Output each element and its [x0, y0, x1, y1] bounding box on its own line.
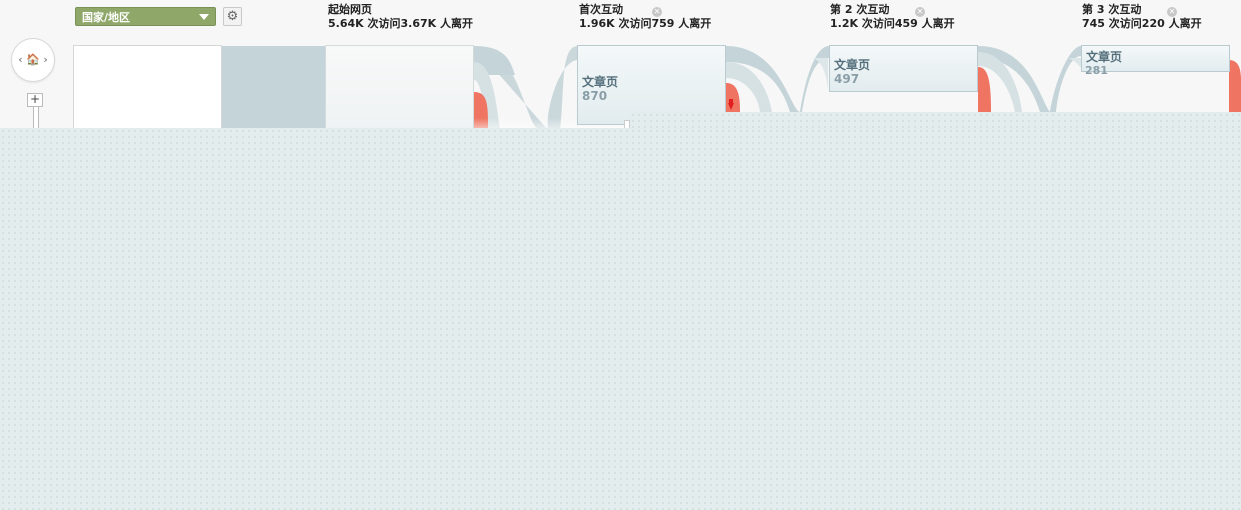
flow-band	[221, 46, 325, 130]
loading-overlay-top	[630, 112, 1241, 130]
zoom-in-button[interactable]: +	[27, 93, 43, 107]
node-value: 497	[834, 72, 860, 86]
dropoff-bar	[978, 67, 991, 112]
dimension-select[interactable]: 国家/地区	[75, 7, 216, 26]
flow-link	[978, 52, 1022, 112]
zoom-slider[interactable]	[33, 107, 39, 129]
flow-link	[726, 46, 829, 112]
column-title: 起始网页	[328, 3, 372, 16]
close-icon[interactable]: ✕	[915, 7, 925, 17]
country-node[interactable]	[73, 45, 222, 135]
column-stats: 5.64K 次访问3.67K 人离开	[328, 17, 473, 30]
close-icon[interactable]: ✕	[1167, 7, 1177, 17]
dropoff-bar	[726, 83, 740, 112]
chevron-down-icon	[199, 14, 209, 20]
column-header-third-interaction: 第 3 次互动 745 次访问220 人离开	[1082, 3, 1202, 31]
page-node[interactable]: 文章页 497	[829, 45, 978, 92]
node-label: 文章页	[582, 75, 619, 89]
dropoff-arrow-icon	[728, 103, 734, 110]
column-stats: 1.2K 次访问459 人离开	[830, 17, 955, 30]
node-value: 870	[582, 89, 608, 103]
dimension-select-label: 国家/地区	[82, 11, 131, 24]
column-header-first-interaction: 首次互动 1.96K 次访问759 人离开	[579, 3, 711, 31]
flow-link	[474, 62, 500, 130]
dropoff-bar	[1229, 60, 1241, 112]
close-icon[interactable]: ✕	[652, 7, 662, 17]
column-stats: 745 次访问220 人离开	[1082, 17, 1202, 30]
column-header-starting-pages: 起始网页 5.64K 次访问3.67K 人离开	[328, 3, 473, 31]
pan-home-icon: ‹ 🏠 ›	[18, 53, 48, 66]
loading-overlay	[0, 128, 1241, 510]
start-page-node[interactable]	[325, 45, 474, 135]
gear-icon: ⚙	[226, 9, 239, 24]
node-label: 文章页	[834, 58, 871, 72]
column-title: 首次互动	[579, 3, 623, 16]
page-node[interactable]: 文章页 870	[577, 45, 726, 125]
flow-link	[978, 46, 1081, 112]
column-title: 第 3 次互动	[1082, 3, 1142, 16]
column-header-second-interaction: 第 2 次互动 1.2K 次访问459 人离开	[830, 3, 955, 31]
node-value: 281	[1085, 64, 1108, 77]
node-label: 文章页	[1086, 50, 1123, 64]
flow-diagram	[221, 46, 1241, 130]
column-stats: 1.96K 次访问759 人离开	[579, 17, 712, 30]
pan-control[interactable]: ‹ 🏠 ›	[11, 38, 55, 82]
zoom-in-label: +	[29, 92, 41, 106]
column-title: 第 2 次互动	[830, 3, 890, 16]
page-node[interactable]: 文章页 281	[1081, 45, 1230, 77]
settings-button[interactable]: ⚙	[223, 7, 242, 26]
flow-link	[726, 62, 772, 112]
